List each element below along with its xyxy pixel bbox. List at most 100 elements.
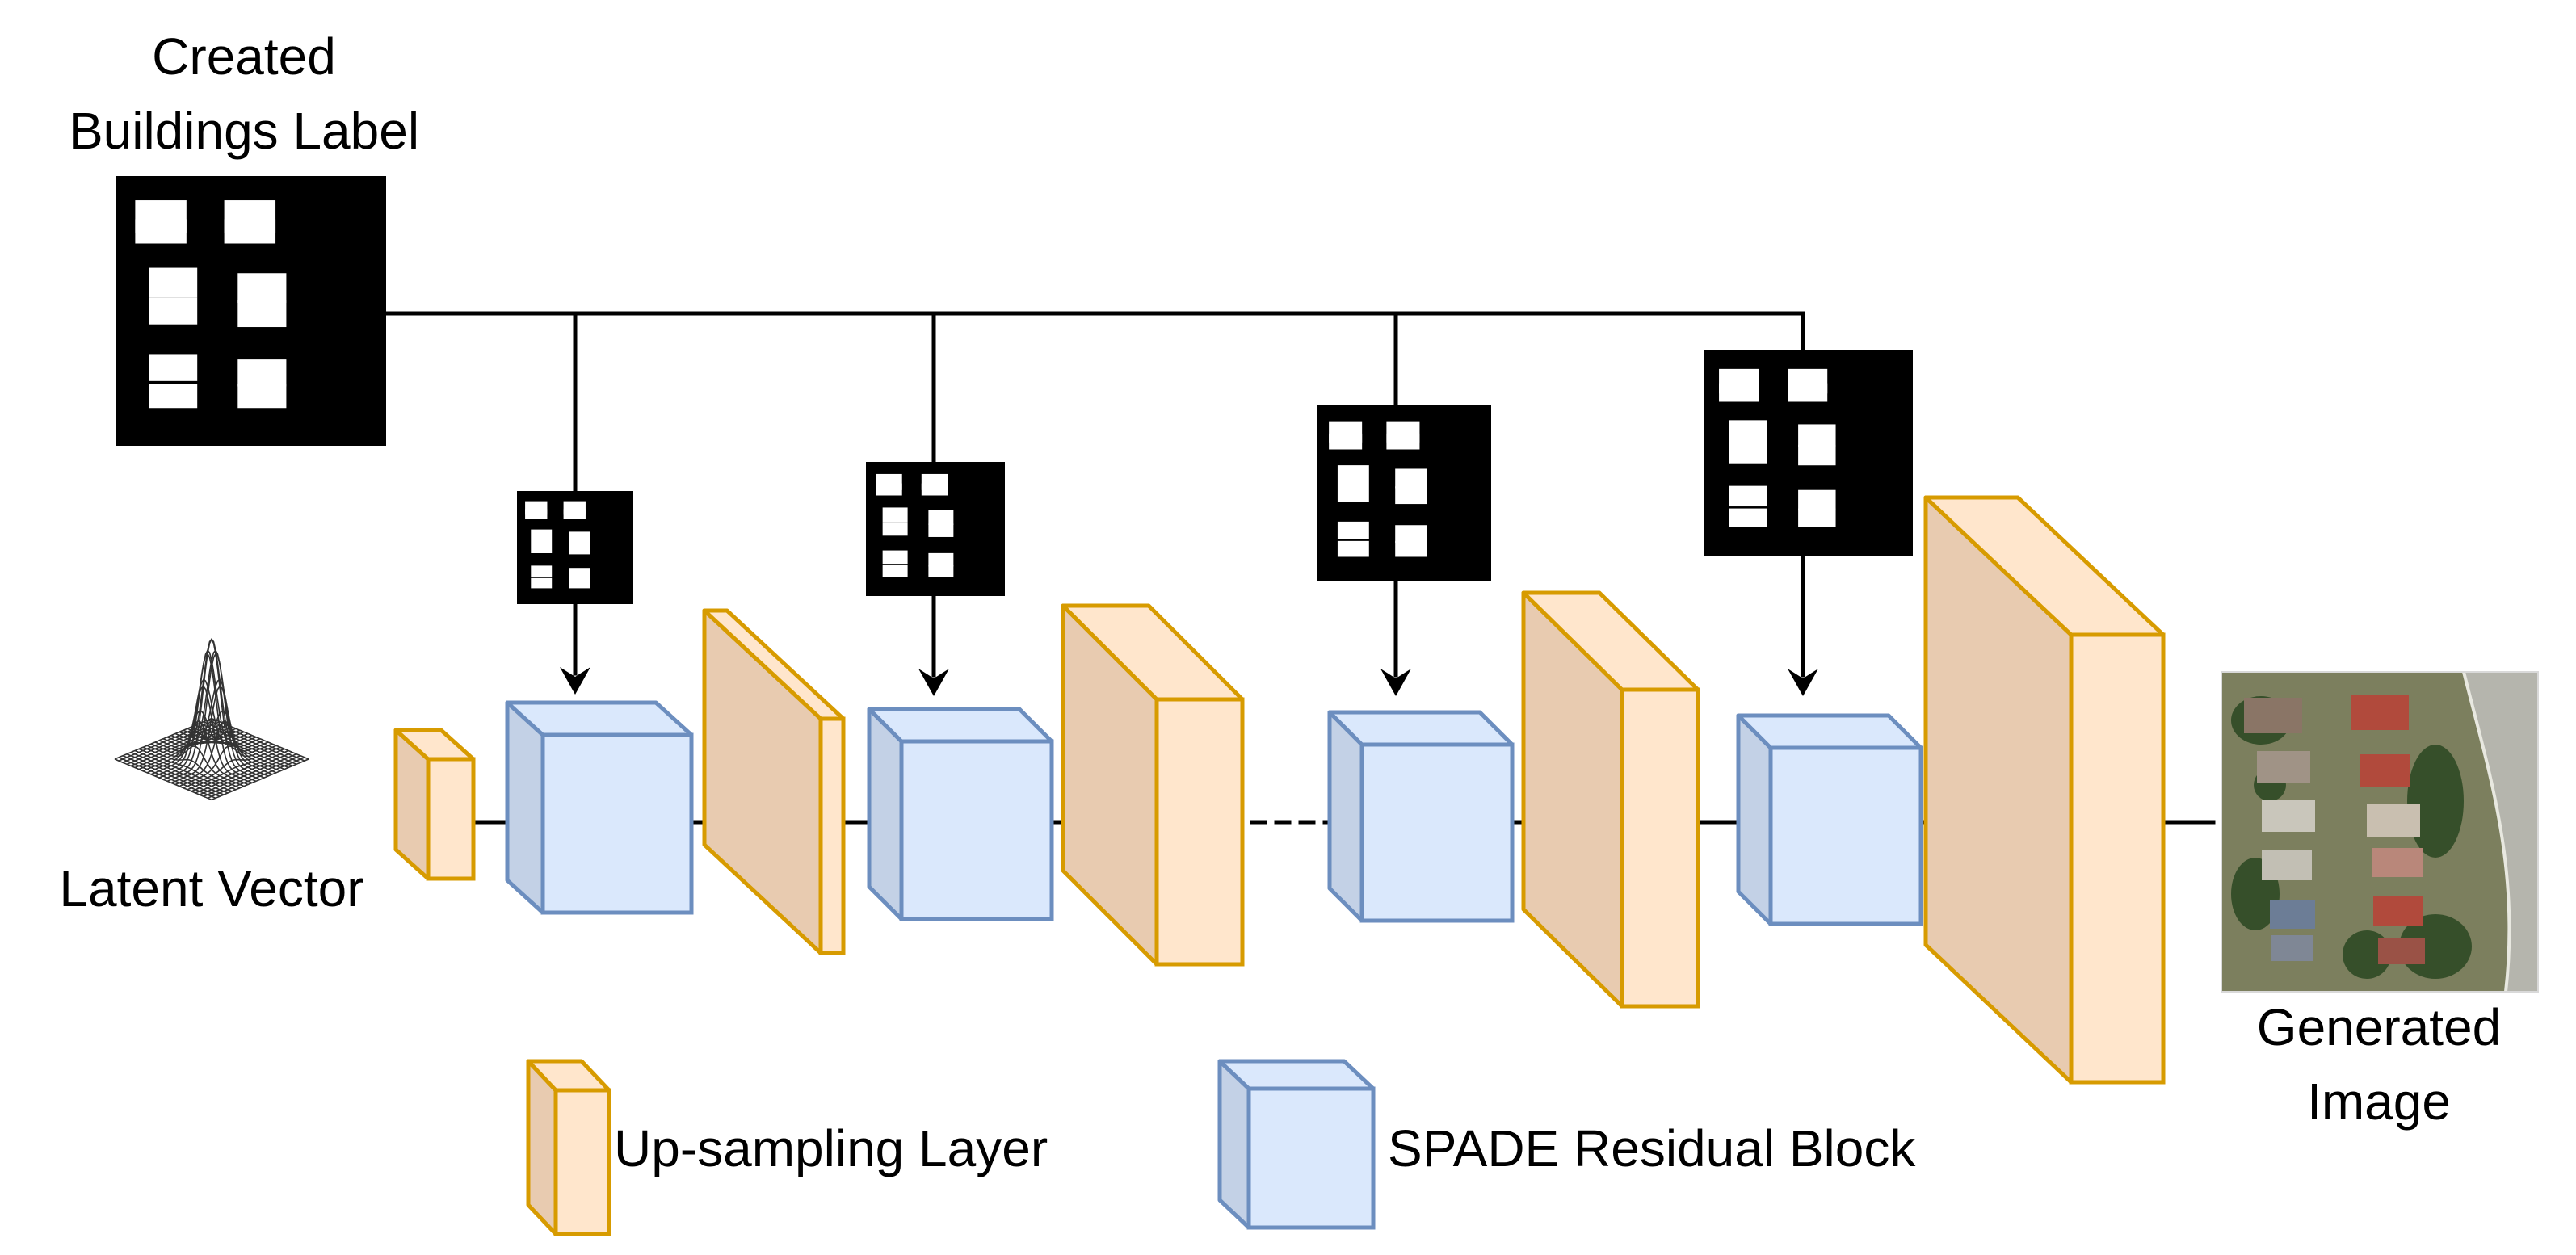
latent-mesh-line [150, 710, 249, 775]
upsampling-layer-4 [1521, 590, 1700, 1009]
building-3 [882, 507, 908, 523]
latent-mesh-line [211, 758, 309, 801]
aerial-roof-4 [2360, 754, 2410, 787]
spade-block-3-front-face [1359, 742, 1515, 923]
aerial-roof-7 [2262, 850, 2312, 880]
building-8 [237, 359, 287, 387]
building-4 [1798, 424, 1836, 447]
building-8 [1395, 525, 1427, 544]
building-10 [1395, 540, 1427, 557]
spade-block-2 [867, 707, 1054, 921]
latent-mesh-line [162, 638, 261, 780]
spade-block-3-side-face [1327, 710, 1364, 923]
arrow-to-spade-4 [1788, 552, 1818, 696]
spade-block-3 [1327, 710, 1515, 923]
building-7 [1729, 485, 1767, 507]
aerial-roof-9 [2270, 900, 2315, 929]
label-map-scale-2 [866, 462, 1005, 596]
building-7 [1337, 521, 1369, 539]
building-11 [525, 509, 548, 519]
legend-spade-label: SPADE Residual Block [1388, 1119, 1916, 1177]
spade-block-4-side-face [1736, 713, 1773, 926]
aerial-roof-10 [2373, 896, 2423, 926]
arrows [560, 311, 1818, 696]
legend-upsampling-swatch-front-face [553, 1088, 611, 1236]
aerial-tree-3 [2407, 745, 2464, 858]
building-12 [1386, 433, 1420, 450]
spade-block-1 [505, 700, 694, 915]
building-3 [1337, 465, 1369, 485]
latent-mesh-line [174, 720, 273, 786]
aerial-road-edge [2462, 671, 2511, 993]
building-3 [1729, 420, 1767, 443]
building-11 [1719, 383, 1759, 402]
spade-block-1-top-face [505, 700, 694, 737]
aerial-road [2464, 672, 2538, 992]
latent-mesh-line [187, 748, 285, 791]
generated-label-line-1: Generated [2257, 998, 2501, 1056]
building-5 [1729, 443, 1767, 464]
legend-upsampling-swatch [526, 1059, 611, 1236]
building-10 [569, 577, 590, 589]
building-11 [1329, 433, 1363, 450]
spade-block-2-top-face [867, 707, 1054, 744]
building-7 [149, 354, 198, 381]
latent-mesh-line [134, 726, 233, 769]
building-4 [1395, 468, 1427, 489]
latent-mesh-line [166, 653, 265, 783]
spade-block-1-front-face [540, 732, 694, 915]
building-4 [237, 273, 287, 303]
legend-spade-swatch [1217, 1059, 1376, 1230]
aerial-roof-3 [2257, 751, 2310, 783]
latent-mesh-line [179, 745, 277, 787]
building-8 [569, 568, 590, 580]
created-buildings-label-map [116, 176, 386, 446]
aerial-roof-6 [2367, 804, 2420, 837]
building-9 [1337, 540, 1369, 557]
building-6 [1798, 444, 1836, 466]
spade-block-4 [1736, 713, 1923, 926]
building-10 [237, 384, 287, 409]
building-12 [921, 483, 948, 496]
upsampling-layer-3 [1061, 603, 1245, 967]
building-4 [928, 510, 954, 526]
aerial-roof-1 [2244, 698, 2302, 733]
latent-mesh-line [183, 746, 281, 789]
legend-spade-swatch-top-face [1217, 1059, 1376, 1091]
arrow-to-spade-3 [1380, 577, 1411, 696]
building-3 [149, 267, 198, 298]
building-10 [928, 565, 954, 577]
building-3 [531, 529, 553, 542]
spade-block-3-top-face [1327, 710, 1515, 747]
latent-mesh-line [146, 731, 245, 774]
building-9 [531, 577, 553, 589]
latent-mesh-line [203, 755, 301, 797]
latent-mesh-line [170, 685, 269, 784]
aerial-roof-5 [2262, 800, 2315, 832]
network-blocks [393, 495, 2166, 1085]
building-9 [1729, 508, 1767, 527]
arrow-to-spade-3-head [1380, 669, 1411, 696]
latent-mesh-line [166, 649, 265, 779]
building-7 [882, 550, 908, 565]
label-map-scale-4 [1704, 350, 1913, 556]
upsampling-layer-5-front-face [2069, 632, 2166, 1085]
building-6 [569, 543, 590, 555]
building-4 [569, 531, 590, 544]
upsampling-layer-4-front-face [1620, 687, 1700, 1009]
building-7 [531, 565, 553, 577]
building-6 [237, 300, 287, 328]
upsampling-layer-1 [393, 728, 476, 881]
spade-block-4-top-face [1736, 713, 1923, 750]
arrow-to-spade-2 [918, 592, 949, 696]
spade-block-2-side-face [867, 707, 904, 921]
label-map-scale-3 [1317, 405, 1491, 581]
building-6 [928, 523, 954, 537]
aerial-border [2221, 671, 2539, 993]
building-9 [882, 565, 908, 577]
latent-mesh-line [195, 751, 293, 794]
building-12 [1788, 383, 1828, 402]
building-9 [149, 384, 198, 409]
spade-block-1-side-face [505, 700, 545, 915]
building-6 [1395, 486, 1427, 505]
